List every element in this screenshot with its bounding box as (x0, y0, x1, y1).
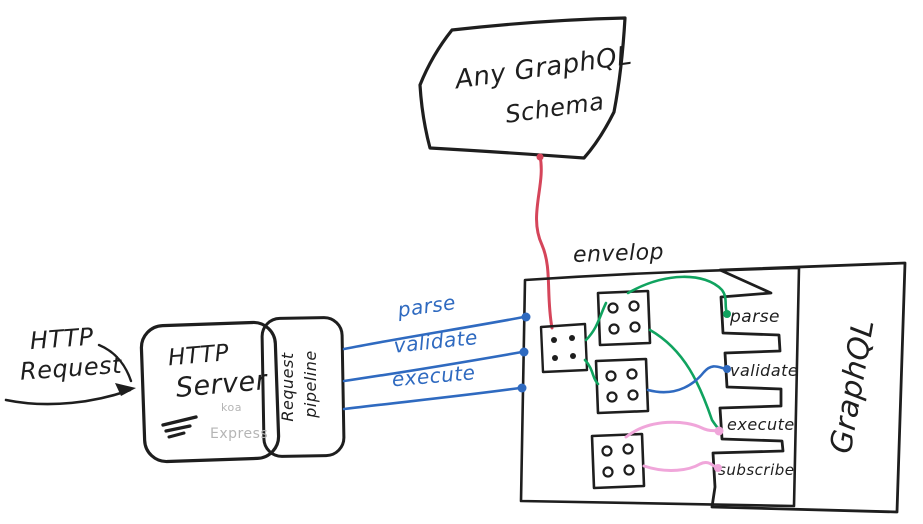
pipeline-box-label-line2: pipeline (301, 350, 320, 418)
execute-hook-dot (714, 426, 724, 436)
hook-label-parse: parse (729, 307, 780, 327)
pipeline-line-parse (342, 315, 526, 351)
plugin-dot (570, 353, 576, 359)
envelop-label: envelop (573, 240, 665, 268)
pipeline-box (260, 316, 346, 458)
curve-plugin3-to-execute-hook (624, 420, 720, 439)
server-title-line1: HTTP (167, 340, 230, 371)
request-arrow (4, 388, 132, 406)
pipeline-lines-group: parse validate execute (342, 290, 531, 411)
plugin-dot (605, 370, 617, 382)
plugin-connector-box (539, 322, 589, 374)
subscribe-hook-dot (714, 464, 722, 472)
hook-label-subscribe: subscribe (718, 461, 795, 479)
graphql-label: GraphQL (824, 316, 882, 456)
plugin-dot (607, 302, 619, 314)
http-request-group: HTTP Request (4, 323, 136, 406)
plugin-dot (552, 355, 558, 361)
plugin-dot (629, 321, 641, 333)
plugin-dot (569, 335, 575, 341)
envelop-box (519, 266, 801, 508)
curve-connector-to-plugin1 (584, 301, 608, 342)
curve-plugin1-to-parse-hook (626, 275, 729, 315)
pipeline-line-validate (342, 350, 524, 383)
plugin-curves-group (583, 275, 731, 472)
plugin-dot (622, 443, 634, 455)
schema-blob (418, 16, 627, 160)
plugin-box-2 (594, 357, 650, 415)
plugin-box-1 (596, 289, 652, 347)
curve-plugin1-to-execute-hook (648, 328, 723, 431)
plugin-box-3 (590, 432, 646, 490)
plugin-dot (606, 391, 618, 403)
request-arrowhead (115, 383, 136, 396)
server-title-line2: Server (175, 365, 270, 404)
schema-label-line2: Schema (504, 87, 606, 129)
pipeline-endpoint-dot-parse (521, 312, 531, 322)
curve-plugin2-to-validate-hook (646, 365, 728, 394)
pipeline-line-label-execute: execute (391, 360, 477, 391)
plugin-dot (551, 337, 557, 343)
schema-connector-dot (536, 153, 544, 161)
schema-blob-group: Any GraphQL Schema (418, 16, 634, 160)
plugin-dot (602, 466, 614, 478)
pipeline-box-label-line1: Request (278, 352, 297, 421)
pipeline-endpoint-dot-validate (519, 347, 529, 357)
hook-label-validate: validate (730, 361, 798, 380)
graphql-box (710, 261, 907, 514)
parse-hook-dot (723, 310, 731, 318)
plugin-dot (623, 464, 635, 476)
pipeline-line-label-parse: parse (395, 290, 457, 322)
curve-plugin3-to-subscribe-hook (642, 461, 719, 472)
plugin-boxes-group (539, 289, 652, 490)
validate-hook-dot (723, 365, 731, 373)
plugin-dot (628, 300, 640, 312)
schema-connector-line (535, 154, 554, 330)
pipeline-line-execute (342, 386, 522, 411)
server-group: HTTP Server koa Express Request pipeline (139, 316, 346, 464)
http-request-label-line2: Request (19, 351, 124, 386)
plugin-dot (601, 445, 613, 457)
server-box (139, 320, 281, 464)
pipeline-line-label-validate: validate (393, 325, 479, 358)
express-label: Express (210, 426, 268, 442)
hook-label-execute: execute (727, 415, 795, 434)
plugin-dot (627, 389, 639, 401)
schema-label-line1: Any GraphQL (451, 41, 634, 96)
koa-label: koa (221, 401, 242, 414)
graphql-box-group: GraphQL parse validate execute subscribe (710, 261, 907, 514)
request-arrow-flourish (97, 343, 133, 383)
http-request-label-line1: HTTP (29, 323, 95, 355)
curve-connector-to-plugin2 (583, 358, 600, 386)
plugin-dot (608, 323, 620, 335)
pipeline-endpoint-dot-execute (517, 383, 527, 393)
server-logo-icon (161, 415, 198, 439)
plugin-dot (626, 368, 638, 380)
